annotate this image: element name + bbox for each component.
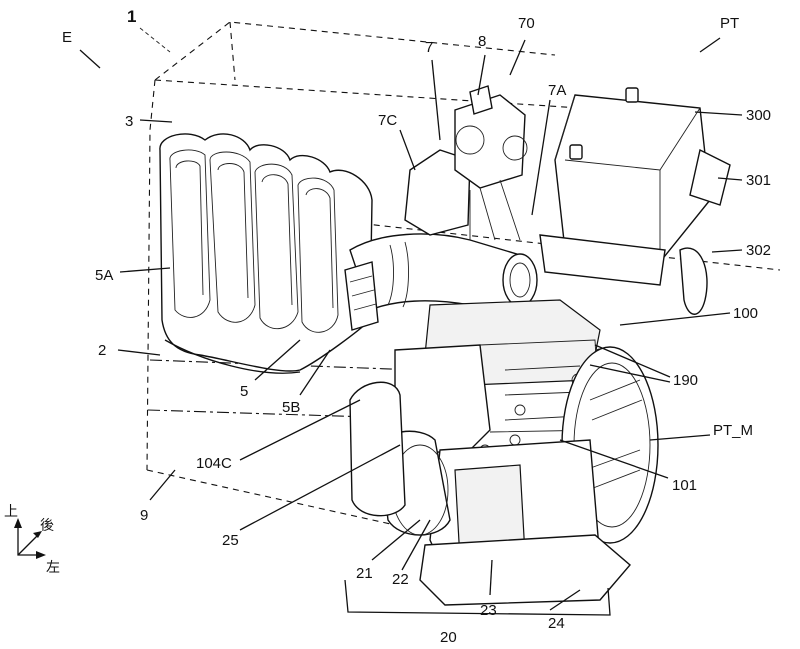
valve-assembly	[404, 85, 528, 241]
label-5B: 5B	[282, 399, 300, 416]
leader-lines	[79, 27, 743, 611]
axis-label-left: 左	[46, 560, 60, 576]
direction-axes	[14, 518, 46, 559]
label-104C: 104C	[196, 455, 232, 472]
label-9: 9	[140, 507, 148, 524]
label-7: 7	[425, 39, 433, 56]
label-PT_M: PT_M	[713, 422, 753, 439]
axis-label-up: 上	[4, 504, 18, 520]
label-22: 22	[392, 571, 409, 588]
label-100: 100	[733, 305, 758, 322]
battery	[539, 87, 731, 315]
label-301: 301	[746, 172, 771, 189]
label-300: 300	[746, 107, 771, 124]
label-21: 21	[356, 565, 373, 582]
label-101: 101	[672, 477, 697, 494]
label-24: 24	[548, 615, 565, 632]
label-25: 25	[222, 532, 239, 549]
label-20: 20	[440, 629, 457, 646]
label-5A: 5A	[95, 267, 113, 284]
label-8: 8	[478, 33, 486, 50]
label-PT: PT	[720, 15, 739, 32]
label-E: E	[62, 29, 72, 46]
label-302: 302	[746, 242, 771, 259]
label-190: 190	[673, 372, 698, 389]
label-5: 5	[240, 383, 248, 400]
label-23: 23	[480, 602, 497, 619]
label-2: 2	[98, 342, 106, 359]
direction-labels: 上 後 左	[4, 504, 60, 576]
intake-pipe	[344, 233, 538, 331]
transmission	[344, 346, 659, 616]
label-70: 70	[518, 15, 535, 32]
label-7C: 7C	[378, 112, 397, 129]
axis-label-rear: 後	[40, 518, 54, 534]
label-3: 3	[125, 113, 133, 130]
intake-manifold	[159, 133, 373, 374]
label-1: 1	[127, 7, 136, 26]
label-7A: 7A	[548, 82, 566, 99]
reference-labels: 1 E 3 7 8 70 PT 7C 7A 300 301 302 5A 100…	[62, 7, 771, 646]
